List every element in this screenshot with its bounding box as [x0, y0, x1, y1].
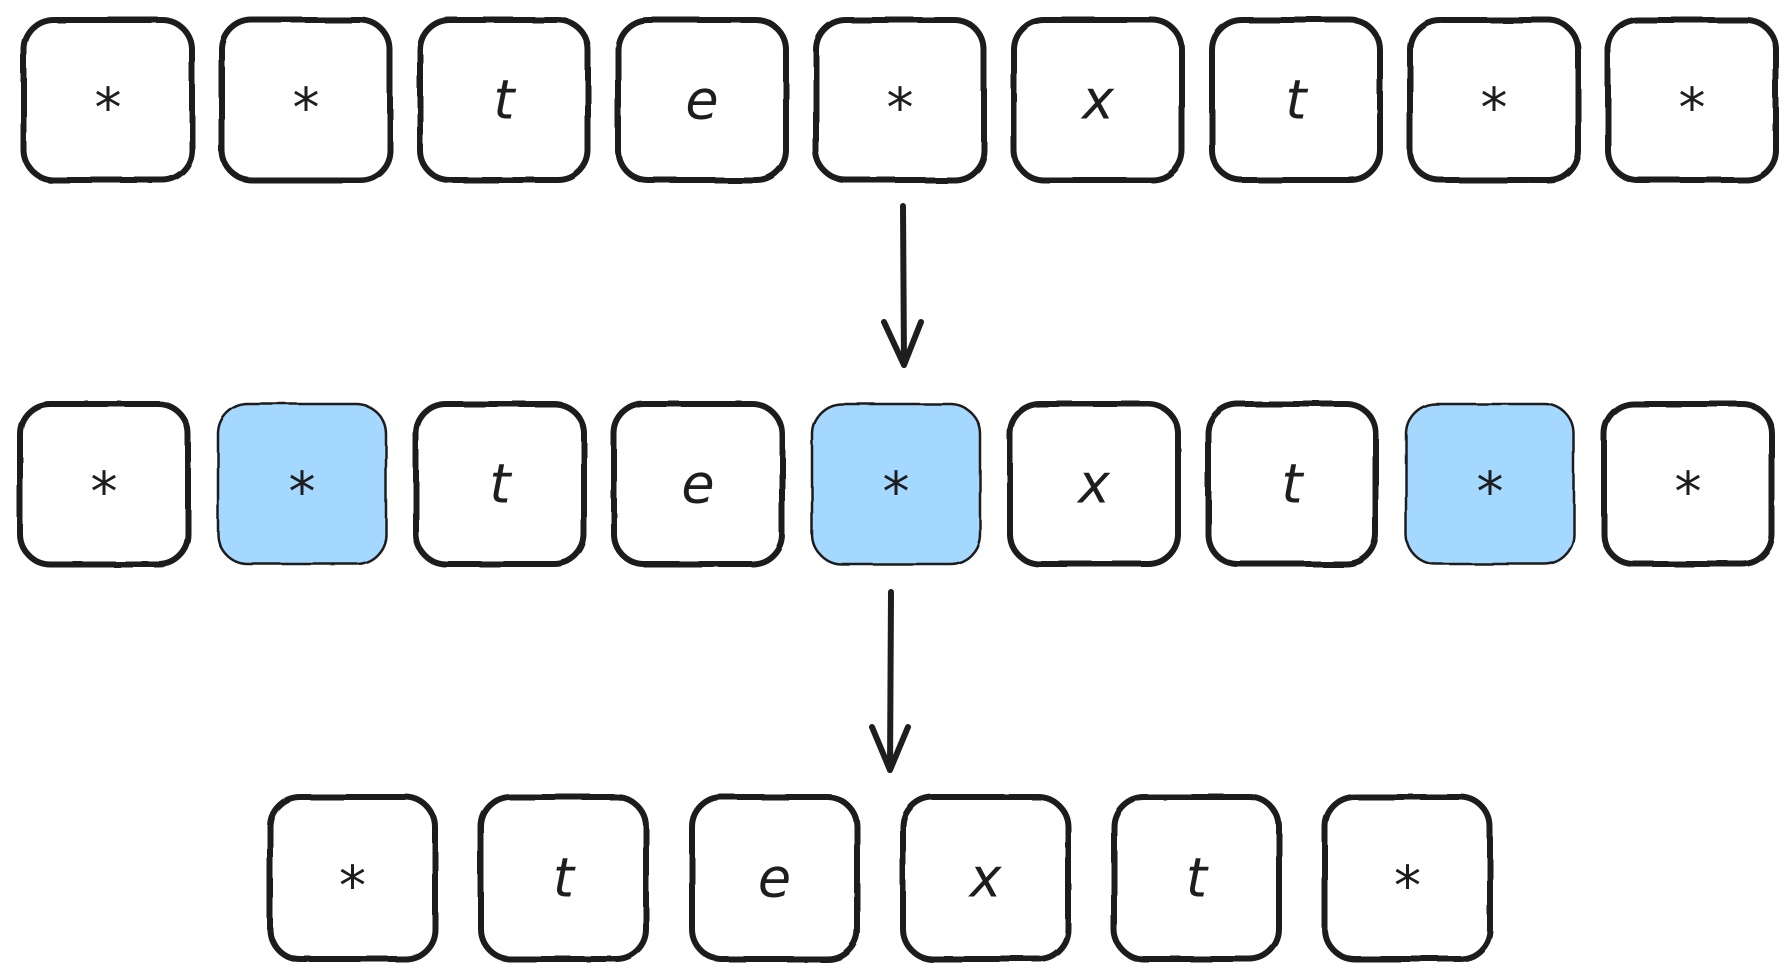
- cell-box: [1322, 794, 1493, 962]
- cell-char: *: [883, 461, 910, 524]
- cell-original-6: t: [1209, 17, 1383, 183]
- cell-char: *: [293, 77, 320, 140]
- cell-original-3: e: [615, 17, 789, 183]
- cell-char: t: [489, 453, 512, 516]
- cell-char: x: [968, 847, 1003, 910]
- cell-original-0: *: [21, 17, 195, 183]
- cell-box: [1407, 17, 1581, 183]
- rows-layer: * * t e * x t * * * * t e * x t * * * t e x t *: [17, 17, 1779, 962]
- cell-marked-5: x: [1007, 401, 1181, 567]
- cell-result-4: t: [1111, 794, 1282, 962]
- cell-original-2: t: [417, 17, 591, 183]
- cell-char: e: [758, 847, 791, 910]
- cell-box: [1209, 17, 1383, 183]
- cell-char: x: [1076, 453, 1111, 516]
- cell-original-8: *: [1605, 17, 1779, 183]
- cell-char: *: [289, 461, 316, 524]
- cell-marked-8: *: [1601, 401, 1775, 567]
- cell-box: [1601, 401, 1775, 567]
- cell-result-1: t: [478, 794, 649, 962]
- cell-char: e: [681, 453, 714, 516]
- cell-char: *: [887, 77, 914, 140]
- cell-marked-2: t: [413, 401, 587, 567]
- cell-result-5: *: [1322, 794, 1493, 962]
- cell-result-2: e: [689, 794, 860, 962]
- cell-marked-1: *: [216, 402, 388, 566]
- arrow-1-shaft: [900, 203, 907, 368]
- cell-original-4: *: [813, 17, 987, 183]
- cell-char: t: [553, 847, 576, 910]
- cell-char: t: [493, 69, 516, 132]
- cell-char: t: [1281, 453, 1304, 516]
- cell-box: [1111, 794, 1282, 962]
- cell-box-highlighted: [810, 402, 982, 566]
- cell-box: [1011, 17, 1185, 183]
- cell-char: *: [1679, 77, 1706, 140]
- cell-box: [900, 794, 1071, 962]
- cell-char: *: [91, 461, 118, 524]
- cell-marked-6: t: [1205, 401, 1379, 567]
- cell-box: [1605, 17, 1779, 183]
- row-original: * * t e * x t * *: [21, 17, 1779, 183]
- cell-char: *: [1394, 855, 1421, 918]
- arrows-layer: [869, 203, 924, 773]
- cell-box: [267, 794, 438, 962]
- cell-box: [413, 401, 587, 567]
- cell-box-highlighted: [1404, 402, 1576, 566]
- cell-original-5: x: [1011, 17, 1185, 183]
- cell-char: x: [1080, 69, 1115, 132]
- cell-result-3: x: [900, 794, 1071, 962]
- cell-char: *: [1477, 461, 1504, 524]
- cell-box: [417, 17, 591, 183]
- cell-result-0: *: [267, 794, 438, 962]
- cell-box: [219, 17, 393, 183]
- cell-box: [478, 794, 649, 962]
- arrow-down-2: [869, 589, 911, 773]
- cell-original-1: *: [219, 17, 393, 183]
- arrow-down-1: [881, 203, 924, 368]
- cell-box: [689, 794, 860, 962]
- cell-char: *: [1481, 77, 1508, 140]
- cell-char: t: [1186, 847, 1209, 910]
- cell-box: [21, 17, 195, 183]
- cell-char: *: [95, 77, 122, 140]
- cell-marked-7: *: [1404, 402, 1576, 566]
- cell-marked-3: e: [611, 401, 785, 567]
- row-result: * t e x t *: [267, 794, 1493, 962]
- arrow-2-head: [869, 724, 911, 773]
- cell-box: [615, 17, 789, 183]
- cell-box: [1007, 401, 1181, 567]
- arrow-1-head: [881, 319, 924, 368]
- cell-char: *: [339, 855, 366, 918]
- cell-marked-0: *: [17, 401, 191, 567]
- row-marked: * * t e * x t * *: [17, 401, 1775, 567]
- cell-char: *: [1675, 461, 1702, 524]
- cell-char: e: [685, 69, 718, 132]
- cell-box-highlighted: [216, 402, 388, 566]
- cell-box: [1205, 401, 1379, 567]
- cell-marked-4: *: [810, 402, 982, 566]
- cell-char: t: [1285, 69, 1308, 132]
- cell-box: [17, 401, 191, 567]
- cell-box: [813, 17, 987, 183]
- cell-box: [611, 401, 785, 567]
- cell-original-7: *: [1407, 17, 1581, 183]
- arrow-2-shaft: [887, 589, 894, 773]
